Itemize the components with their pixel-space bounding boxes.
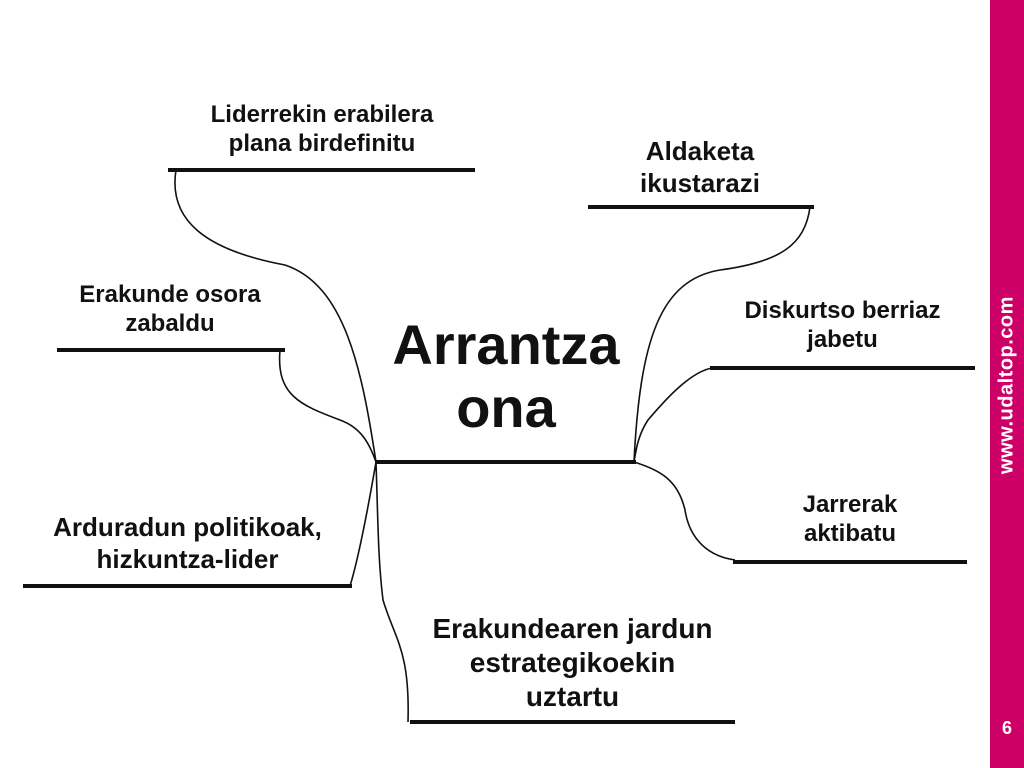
branch-erakunde-osora: Erakunde osora zabaldu	[50, 280, 290, 339]
connector-jarrerak	[633, 461, 736, 561]
branch-erakundearen-line3: uztartu	[525, 681, 620, 713]
branch-jarrerak-line1: Jarrerak	[802, 491, 898, 518]
branch-erakunde-osora-line1: Erakunde osora	[79, 281, 261, 308]
branch-aldaketa: Aldaketa ikustarazi	[600, 136, 800, 199]
branch-arduradun-line1: Arduradun politikoak,	[53, 512, 322, 542]
branch-aldaketa-line2: ikustarazi	[640, 167, 760, 198]
branch-diskurtso-line2: jabetu	[807, 326, 878, 354]
branch-erakunde-osora-line2: zabaldu	[125, 310, 215, 338]
branch-diskurtso-line1: Diskurtso berriaz	[744, 297, 941, 324]
connector-diskurtso	[633, 367, 713, 463]
branch-aldaketa-line1: Aldaketa	[645, 136, 755, 166]
branch-liderrekin-line1: Liderrekin erabilera	[210, 101, 434, 128]
branch-arduradun-line2: hizkuntza-lider	[96, 543, 279, 574]
central-topic-line1: Arrantza	[392, 313, 620, 376]
website-url[interactable]: www.udaltop.com	[995, 296, 1018, 474]
page-number: 6	[1001, 718, 1012, 738]
brand-sidebar	[990, 0, 1024, 768]
connector-erakundearen	[375, 461, 409, 723]
central-topic: Arrantza ona	[380, 313, 632, 440]
connector-arduradun	[349, 461, 377, 587]
branch-liderrekin: Liderrekin erabilera plana birdefinitu	[172, 100, 472, 159]
branch-diskurtso: Diskurtso berriaz jabetu	[705, 296, 980, 355]
connector-erakunde-osora	[278, 349, 377, 463]
mind-map-connectors	[23, 168, 975, 724]
branch-jarrerak-line2: aktibatu	[803, 520, 896, 548]
branch-arduradun: Arduradun politikoak, hizkuntza-lider	[15, 512, 360, 575]
connector-liderrekin	[174, 169, 377, 463]
connector-aldaketa	[633, 206, 811, 463]
central-topic-line2: ona	[456, 376, 556, 440]
branch-erakundearen-line1: Erakundearen jardun	[432, 613, 713, 644]
branch-erakundearen: Erakundearen jardun estrategikoekin uzta…	[405, 612, 740, 714]
branch-jarrerak: Jarrerak aktibatu	[740, 490, 960, 549]
branch-erakundearen-line2: estrategikoekin	[469, 647, 676, 679]
branch-liderrekin-line2: plana birdefinitu	[228, 130, 416, 158]
